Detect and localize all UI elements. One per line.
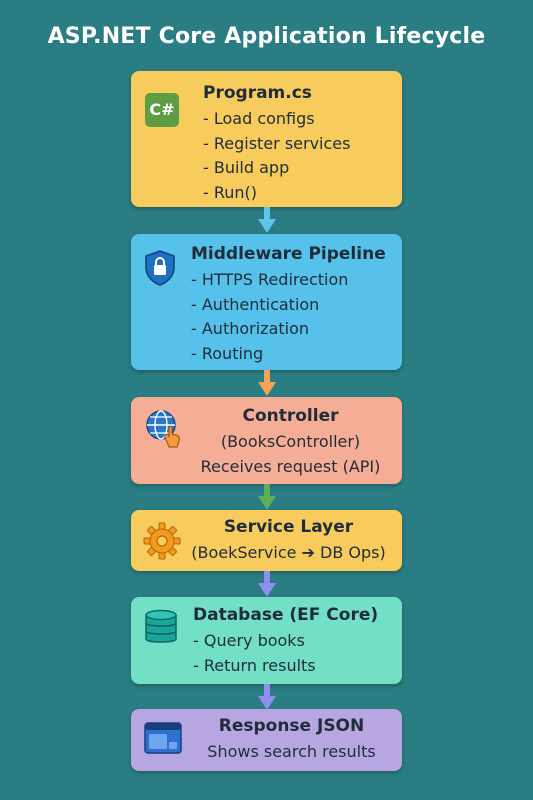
response-heading: Response JSON: [218, 716, 365, 736]
response-card: Response JSON Shows search results: [131, 709, 402, 771]
arrow-head: [258, 219, 276, 233]
service-card: Service Layer (BoekService ➔ DB Ops): [131, 510, 402, 571]
controller-line: Receives request (API): [200, 456, 381, 476]
shield-lock-icon: [143, 249, 177, 287]
response-content: Response JSON Shows search results: [189, 716, 394, 765]
program-line: - Load configs: [203, 109, 315, 128]
middleware-heading: Middleware Pipeline: [191, 244, 386, 264]
middleware-line: - HTTPS Redirection: [191, 270, 349, 289]
database-line: - Query books: [193, 631, 305, 650]
program-line: - Register services: [203, 133, 351, 153]
arrow-shaft: [264, 207, 270, 221]
browser-window-icon: [144, 722, 182, 756]
middleware-line: - Authorization: [191, 319, 310, 338]
gear-icon: [143, 522, 181, 560]
flow-arrow: [258, 370, 276, 396]
controller-card: Controller (BooksController) Receives re…: [131, 397, 402, 484]
arrow-shaft: [264, 684, 270, 698]
database-heading: Database (EF Core): [193, 605, 379, 625]
csharp-icon: C#: [145, 93, 179, 127]
middleware-line: - Authentication: [191, 294, 320, 314]
middleware-content: Middleware Pipeline - HTTPS Redirection …: [191, 244, 394, 366]
arrow-head: [258, 382, 276, 396]
controller-content: Controller (BooksController) Receives re…: [187, 406, 394, 479]
csharp-icon-label: C#: [145, 93, 179, 127]
database-card: Database (EF Core) - Query books - Retur…: [131, 597, 402, 684]
program-line: - Build app: [203, 158, 290, 177]
database-line: - Return results: [193, 655, 316, 675]
middleware-line: - Routing: [191, 343, 264, 363]
arrow-shaft: [264, 484, 270, 498]
database-content: Database (EF Core) - Query books - Retur…: [193, 605, 394, 678]
controller-heading: Controller: [242, 406, 339, 426]
service-heading: Service Layer: [223, 517, 354, 537]
database-icon: [144, 609, 178, 645]
diagram-title: ASP.NET Core Application Lifecycle: [47, 24, 486, 49]
program-line: - Run(): [203, 182, 258, 202]
arrow-head: [258, 696, 276, 710]
program-content: Program.cs - Load configs - Register ser…: [203, 83, 394, 205]
middleware-card: Middleware Pipeline - HTTPS Redirection …: [131, 234, 402, 370]
arrow-head: [258, 496, 276, 510]
service-content: Service Layer (BoekService ➔ DB Ops): [183, 517, 394, 566]
flow-arrow: [258, 684, 276, 710]
flow-arrow: [258, 207, 276, 233]
service-line: (BoekService ➔ DB Ops): [191, 543, 386, 562]
response-line: Shows search results: [207, 742, 376, 761]
globe-hand-icon: [143, 407, 185, 449]
arrow-shaft: [264, 571, 270, 585]
arrow-head: [258, 583, 276, 597]
flow-arrow: [258, 571, 276, 597]
controller-line: (BooksController): [220, 432, 361, 451]
flow-arrow: [258, 484, 276, 510]
program-heading: Program.cs: [203, 83, 312, 103]
program-card: C# Program.cs - Load configs - Register …: [131, 71, 402, 207]
arrow-shaft: [264, 370, 270, 384]
